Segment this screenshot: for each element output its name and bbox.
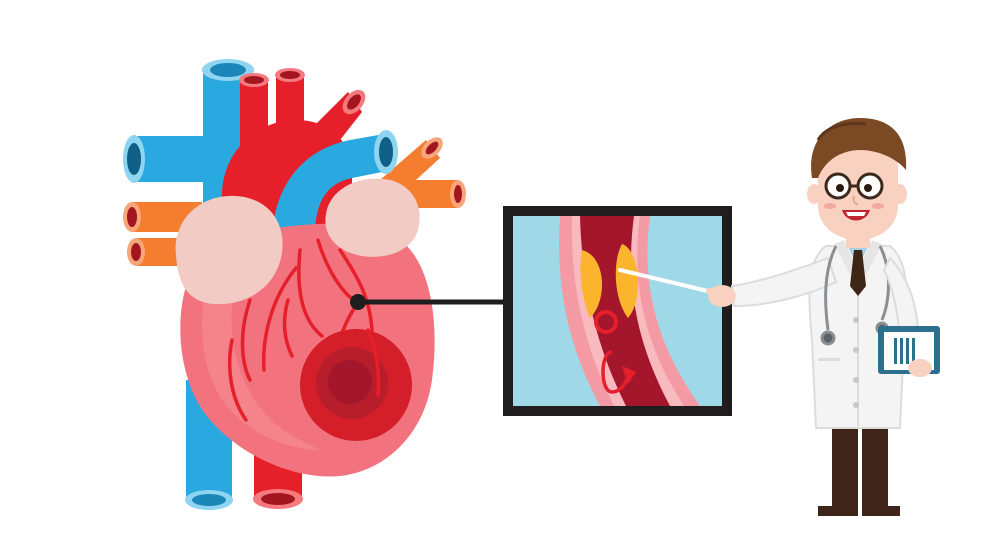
heart-icon bbox=[123, 59, 506, 510]
callout-connector bbox=[350, 294, 506, 310]
doctor-pointing-arm bbox=[706, 256, 838, 308]
pointer-stick-icon bbox=[618, 268, 722, 296]
infarct-area bbox=[300, 328, 412, 441]
doctor-head bbox=[807, 118, 907, 248]
doctor-icon bbox=[618, 118, 940, 516]
brachiocephalic-vein bbox=[123, 135, 214, 183]
artery-plaque-icon bbox=[503, 206, 732, 416]
doctor-legs bbox=[818, 426, 900, 516]
pulmonary-artery bbox=[271, 130, 398, 250]
heart-atria bbox=[175, 178, 420, 305]
clipboard-icon bbox=[878, 256, 940, 377]
